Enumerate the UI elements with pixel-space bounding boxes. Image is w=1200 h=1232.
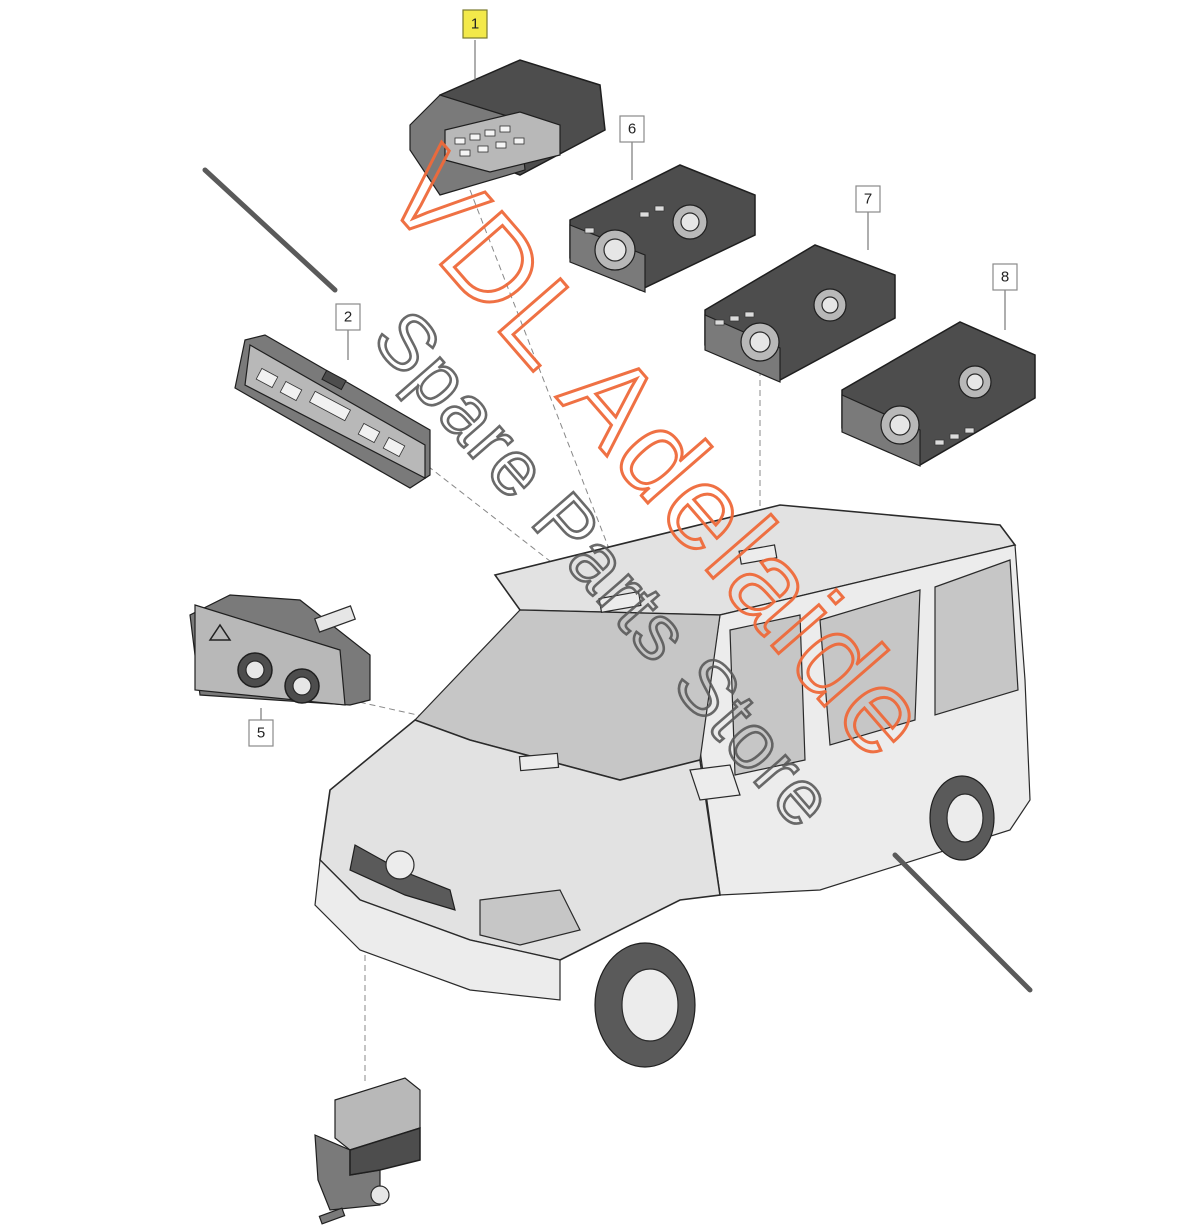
part-7-roof-console[interactable]: [704, 244, 896, 383]
part-1-interior-light-console[interactable]: [409, 59, 606, 196]
callout-5[interactable]: 5: [248, 719, 274, 747]
part-2-switch-panel[interactable]: [234, 334, 431, 489]
svg-text:1: 1: [471, 16, 479, 33]
part-5-light-switch[interactable]: [189, 594, 371, 706]
van-illustration: [314, 504, 1031, 1068]
bottom-switch-part[interactable]: [314, 1077, 421, 1225]
svg-text:6: 6: [628, 121, 636, 138]
callout-6[interactable]: 6: [619, 115, 645, 143]
callout-8[interactable]: 8: [992, 263, 1018, 291]
svg-text:8: 8: [1001, 269, 1009, 286]
svg-text:5: 5: [257, 725, 265, 742]
leader-lines: [260, 40, 1006, 720]
watermark-bar-top: [202, 167, 338, 293]
svg-text:2: 2: [344, 309, 352, 326]
callout-7[interactable]: 7: [855, 185, 881, 213]
callout-1[interactable]: 1: [462, 9, 488, 39]
svg-text:7: 7: [864, 191, 872, 208]
part-6-roof-console[interactable]: [569, 164, 756, 293]
part-8-roof-console[interactable]: [841, 321, 1036, 467]
callout-2[interactable]: 2: [335, 303, 361, 331]
watermark-bar-bottom: [892, 852, 1033, 993]
